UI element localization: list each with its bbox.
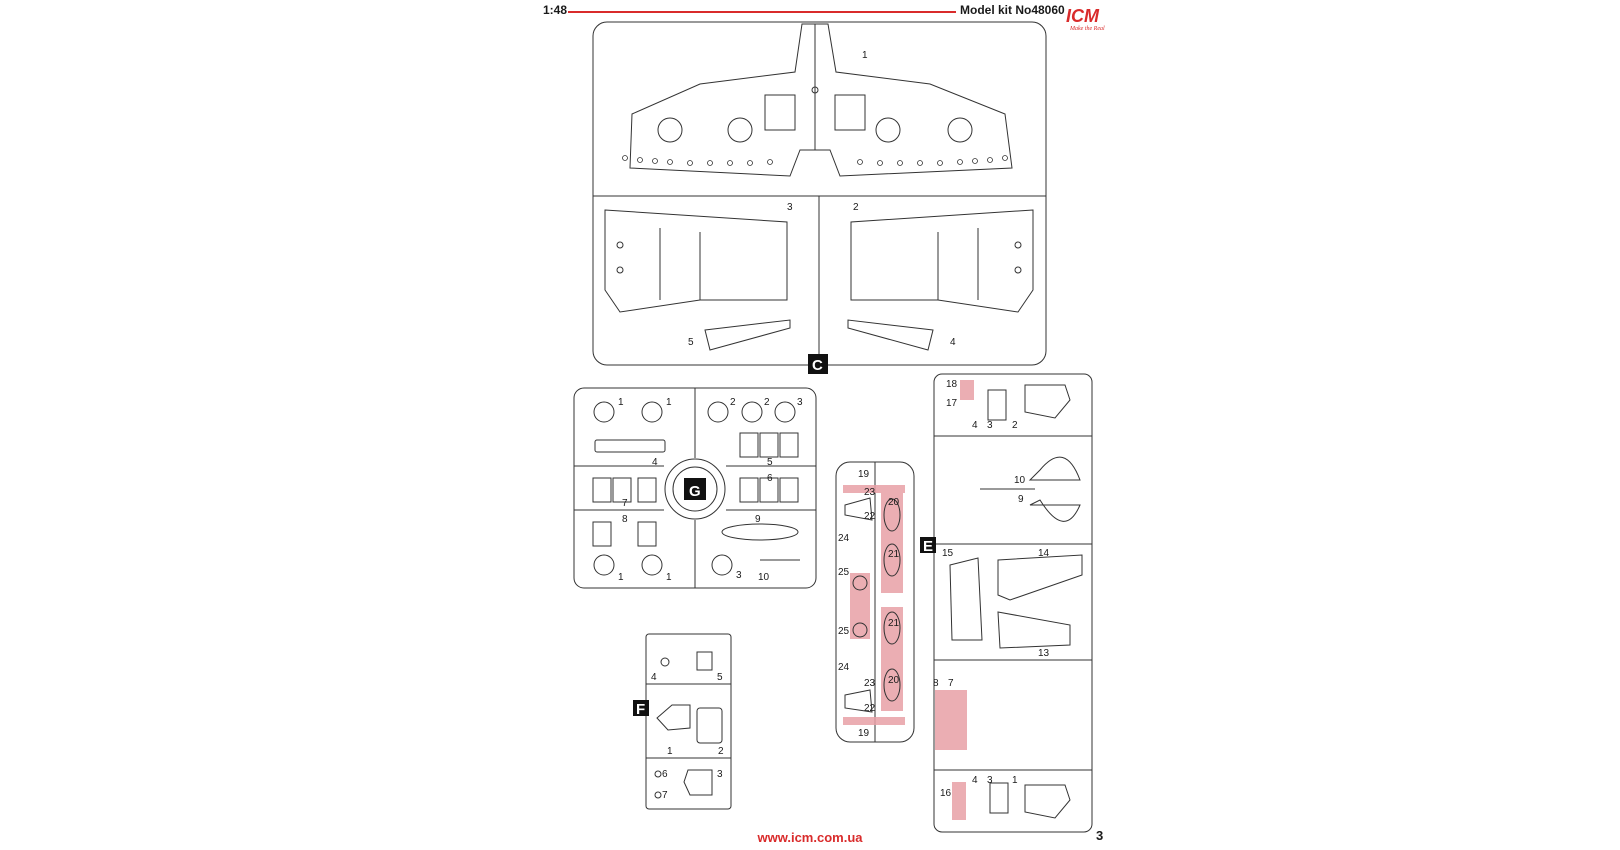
part-number: 25 [838,567,850,578]
part-number: 1 [666,397,672,408]
mid-highlights [843,485,905,725]
part-number: 3 [787,202,793,213]
part-number: 4 [652,457,658,468]
part-number: 4 [651,672,657,683]
kit-number: Model kit No48060 [960,3,1065,17]
e-highlights [935,380,974,820]
part-number: 1 [618,572,624,583]
part-number: 3 [717,769,723,780]
sprue-mid [835,461,915,743]
sprue-letter-f: F [636,701,645,718]
part-number: 2 [730,397,736,408]
part-number: 3 [797,397,803,408]
part-number: 20 [888,497,900,508]
part-number: 14 [1038,548,1050,559]
part-number: 20 [888,675,900,686]
part-number: 4 [972,775,978,786]
part-number: 1 [667,746,673,757]
part-number: 4 [950,337,956,348]
part-number: 19 [858,728,870,739]
part-number: 22 [864,703,876,714]
part-number: 1 [862,50,868,61]
sprue-f [645,633,732,810]
sprue-g [573,387,817,589]
sprue-f-letter-box [633,700,649,716]
header-rule [568,11,956,13]
part-number: 22 [864,511,876,522]
part-number: 21 [888,549,900,560]
part-number: 17 [946,398,958,409]
part-number: 18 [946,379,958,390]
scale-label: 1:48 [543,3,568,17]
part-number: 5 [688,337,694,348]
part-number: 23 [864,678,876,689]
part-number: 3 [736,570,742,581]
part-number: 7 [662,790,668,801]
sprue-g-letter-box [684,478,706,500]
part-number: 16 [940,788,952,799]
part-number: 8 [622,514,628,525]
part-number: 23 [864,487,876,498]
sprue-e [933,373,1093,833]
part-number: 3 [987,775,993,786]
svg-text:Make the Real: Make the Real [1069,26,1105,32]
part-number: 2 [764,397,770,408]
sprue-letter-e: E [923,538,933,555]
part-number: 9 [755,514,761,525]
part-number: 1 [618,397,624,408]
part-number: 24 [838,533,850,544]
part-number: 2 [718,746,724,757]
part-number: 7 [948,678,954,689]
sprue-c-letter-box [808,354,828,374]
part-number: 3 [987,420,993,431]
part-number: 9 [1018,494,1024,505]
part-number: 25 [838,626,850,637]
part-number: 1 [1012,775,1018,786]
part-number: 2 [853,202,859,213]
part-number: 24 [838,662,850,673]
part-number: 21 [888,618,900,629]
part-number: 5 [767,457,773,468]
part-number: 10 [758,572,770,583]
part-number: 7 [622,498,628,509]
svg-text:ICM: ICM [1066,6,1100,26]
icm-logo: ICM Make the Real [1066,6,1105,32]
mid-parts [844,497,901,713]
part-number: 8 [933,678,939,689]
part-number: 6 [662,769,668,780]
sprue-letter-c: C [812,357,823,374]
part-number: 13 [1038,648,1050,659]
website-url[interactable]: www.icm.com.ua [757,830,863,845]
part-number: 19 [858,469,870,480]
part-number: 1 [666,572,672,583]
part-number: 5 [717,672,723,683]
part-number: 4 [972,420,978,431]
sprue-letter-g: G [689,483,701,500]
part-number: 2 [1012,420,1018,431]
part-number: 6 [767,473,773,484]
part-number: 10 [1014,475,1026,486]
sprue-c [592,21,1047,366]
sprue-e-letter-box [920,537,936,553]
page-number: 3 [1096,828,1104,843]
part-number: 15 [942,548,954,559]
